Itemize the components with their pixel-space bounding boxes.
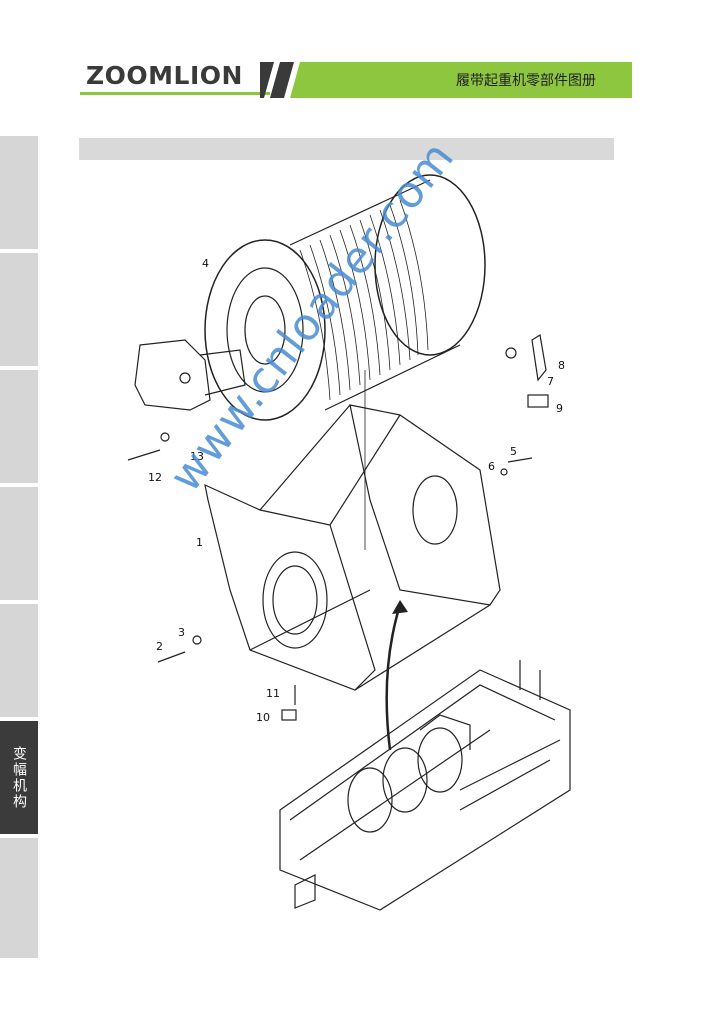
header-rule xyxy=(80,92,270,95)
callout-10: 10 xyxy=(256,711,270,724)
callout-2: 2 xyxy=(156,640,163,653)
callout-6: 6 xyxy=(488,460,495,473)
callout-7: 7 xyxy=(547,375,554,388)
callout-9: 9 xyxy=(556,402,563,415)
winch-frame xyxy=(204,370,501,691)
brand-logo: ZOOMLION xyxy=(86,61,243,90)
exploded-parts-diagram: 1 2 3 4 5 6 7 8 9 10 11 12 13 xyxy=(127,174,571,911)
callout-4: 4 xyxy=(202,257,209,270)
chapter-tab-7[interactable] xyxy=(0,838,38,958)
chapter-tab-1[interactable] xyxy=(0,136,38,249)
callout-11: 11 xyxy=(266,687,280,700)
callout-labels: 1 2 3 4 5 6 7 8 9 10 11 12 13 xyxy=(148,257,565,724)
callout-12: 12 xyxy=(148,471,162,484)
callout-5: 5 xyxy=(510,445,517,458)
assembly-arrow xyxy=(385,604,402,751)
callout-3: 3 xyxy=(178,626,185,639)
header-accent-band xyxy=(260,62,632,98)
chapter-tab-3[interactable] xyxy=(0,370,38,483)
callout-1: 1 xyxy=(196,536,203,549)
chapter-tab-5[interactable] xyxy=(0,604,38,717)
chapter-tab-2[interactable] xyxy=(0,253,38,366)
callout-13: 13 xyxy=(190,450,204,463)
catalog-title: 履带起重机零部件图册 xyxy=(456,73,596,89)
callout-8: 8 xyxy=(558,359,565,372)
section-bar xyxy=(79,138,614,160)
winch-drum xyxy=(134,174,486,421)
chapter-tab-4[interactable] xyxy=(0,487,38,600)
hardware-parts xyxy=(127,334,549,721)
chapter-tab-luffing-mechanism[interactable]: 变幅机构 xyxy=(0,721,38,834)
crane-body-assembly xyxy=(279,660,571,911)
chapter-tab-label: 变幅机构 xyxy=(11,745,27,810)
page-header: ZOOMLION 履带起重机零部件图册 xyxy=(80,62,632,98)
